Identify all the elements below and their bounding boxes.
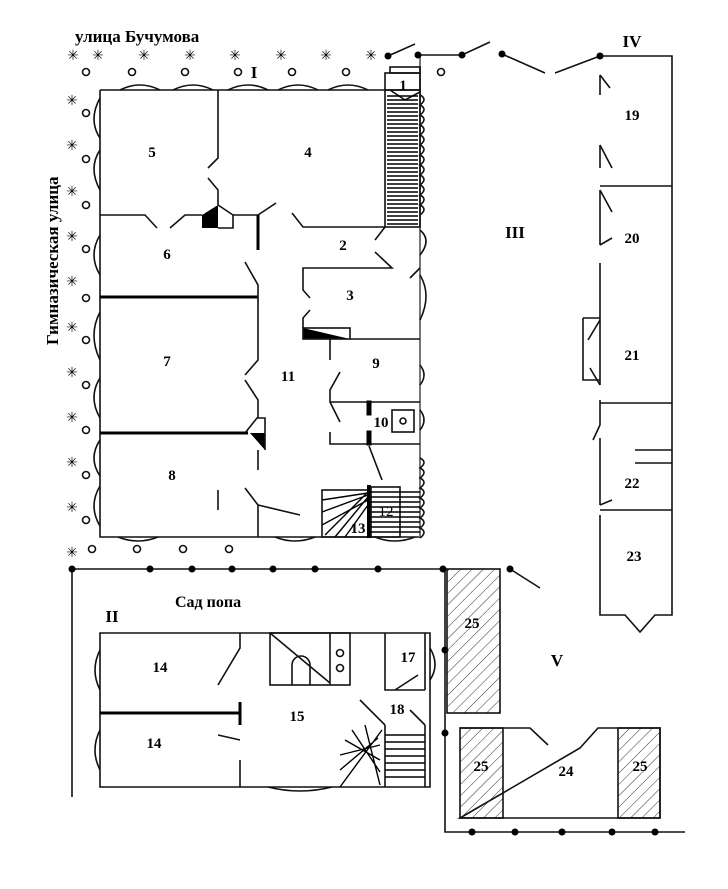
zone-IV: IV: [623, 32, 643, 51]
room-2: 2: [339, 238, 347, 254]
room-9: 9: [372, 356, 380, 372]
room-23: 23: [627, 549, 642, 565]
zone-V: V: [551, 651, 564, 670]
room-18: 18: [390, 702, 405, 718]
room-11: 11: [281, 369, 295, 385]
room-25-a: 25: [465, 616, 480, 632]
posts-top: [81, 67, 446, 77]
room-12: 12: [379, 504, 394, 520]
room-17: 17: [401, 650, 417, 666]
zone-I: I: [251, 63, 258, 82]
trees-top: ✳ ✳ ✳ ✳ ✳ ✳ ✳ ✳: [67, 48, 377, 64]
room-1: 1: [399, 78, 407, 94]
svg-text:✳: ✳: [320, 48, 332, 64]
right-building: [582, 55, 673, 634]
room-25-b: 25: [474, 759, 489, 775]
room-10: 10: [374, 415, 389, 431]
svg-text:✳: ✳: [275, 48, 287, 64]
room-20: 20: [625, 231, 640, 247]
svg-text:✳: ✳: [66, 500, 78, 516]
staircase-1: [387, 95, 418, 225]
room-25-c: 25: [633, 759, 648, 775]
garden-label: Сад попа: [175, 594, 241, 611]
street-label-left: Гимназическая улица: [43, 176, 62, 345]
svg-text:✳: ✳: [229, 48, 241, 64]
room-labels: 1 2 3 4 5 6 7 8 9 10 11 12 13 14 14 15 1…: [147, 78, 648, 780]
room-14-top: 14: [153, 660, 169, 676]
svg-text:✳: ✳: [66, 365, 78, 381]
room-7: 7: [163, 354, 171, 370]
svg-text:✳: ✳: [365, 48, 377, 64]
room-13: 13: [351, 521, 366, 537]
svg-text:✳: ✳: [66, 274, 78, 290]
svg-text:✳: ✳: [66, 138, 78, 154]
outbuilding-25a: [446, 568, 501, 714]
svg-text:✳: ✳: [66, 93, 78, 109]
street-label-top: улица Бучумова: [75, 27, 200, 46]
room-6: 6: [163, 247, 171, 263]
windows: [93, 84, 427, 542]
svg-text:✳: ✳: [66, 229, 78, 245]
svg-text:✳: ✳: [66, 320, 78, 336]
room-8: 8: [168, 468, 176, 484]
svg-text:✳: ✳: [66, 455, 78, 471]
room-14-bottom: 14: [147, 736, 163, 752]
svg-text:✳: ✳: [184, 48, 196, 64]
room-3: 3: [346, 288, 354, 304]
svg-text:✳: ✳: [66, 545, 78, 561]
main-building: [93, 55, 427, 542]
zone-III: III: [505, 223, 525, 242]
building-2: [94, 632, 436, 792]
room-15: 15: [290, 709, 305, 725]
svg-text:✳: ✳: [67, 48, 79, 64]
building-24: [457, 727, 661, 819]
svg-text:✳: ✳: [66, 184, 78, 200]
room-24: 24: [559, 764, 575, 780]
trees-left: ✳ ✳ ✳ ✳ ✳ ✳ ✳ ✳ ✳ ✳ ✳: [66, 93, 78, 561]
room-5: 5: [148, 145, 156, 161]
room-4: 4: [304, 145, 312, 161]
svg-text:✳: ✳: [66, 410, 78, 426]
room-22: 22: [625, 476, 640, 492]
svg-text:✳: ✳: [138, 48, 150, 64]
svg-text:✳: ✳: [92, 48, 104, 64]
zone-II: II: [105, 607, 119, 626]
posts-left: [81, 108, 234, 554]
room-21: 21: [625, 348, 640, 364]
room-19: 19: [625, 108, 640, 124]
